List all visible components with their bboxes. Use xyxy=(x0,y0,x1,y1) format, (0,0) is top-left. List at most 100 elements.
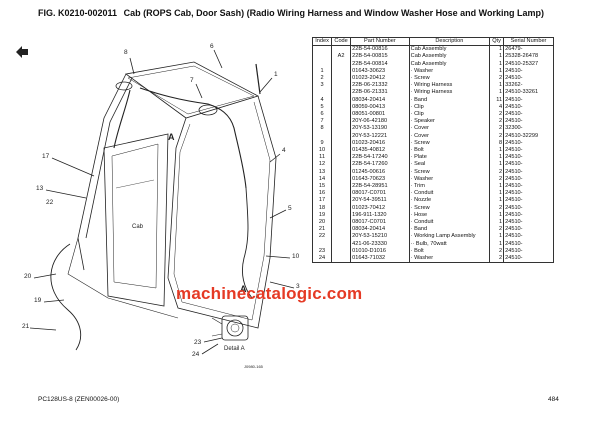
callout-20: 20 xyxy=(24,273,32,280)
cell-index xyxy=(311,132,333,140)
cell-qty: 2 xyxy=(489,226,505,234)
cell-description: · Speaker xyxy=(408,118,491,126)
cell-description: Cab Assembly xyxy=(408,60,491,68)
cell-description: · Bolt xyxy=(408,147,491,155)
cell-qty: 2 xyxy=(489,118,505,126)
cell-code xyxy=(331,240,352,248)
figure-label: FIG. K0210-002011 xyxy=(38,8,118,18)
cell-qty: 1 xyxy=(489,53,505,61)
cell-qty: 2 xyxy=(489,204,505,212)
cell-index: 5 xyxy=(311,103,333,112)
cell-part-number: 22B-54-00816 xyxy=(350,45,410,54)
col-index: Index xyxy=(311,36,333,47)
cell-description: · Nozzle xyxy=(408,197,491,205)
cell-part-number: 20Y-53-13190 xyxy=(350,125,410,133)
callout-8: 8 xyxy=(124,49,128,56)
detail-label: Detail A xyxy=(224,346,245,352)
cell-description: · Clip xyxy=(408,111,491,119)
cell-index: 6 xyxy=(311,111,333,119)
cell-serial-number: 24510- xyxy=(503,75,554,83)
cell-serial-number: 24510- xyxy=(503,103,554,112)
cell-description: · Bolt xyxy=(408,247,491,256)
cell-qty: 1 xyxy=(489,154,505,162)
cell-code xyxy=(331,118,352,126)
callout-19: 19 xyxy=(34,297,42,304)
cell-part-number: 01435-40812 xyxy=(350,147,410,155)
cell-description: · Band xyxy=(408,96,491,104)
cell-code xyxy=(331,233,352,241)
cell-code xyxy=(331,111,352,119)
wiring-harness xyxy=(139,87,247,189)
callout-4: 4 xyxy=(282,147,286,154)
cell-qty: 1 xyxy=(489,233,505,241)
cell-serial-number: 24510- xyxy=(503,168,554,176)
cell-serial-number: 24510- xyxy=(503,197,554,205)
col-qty: Qty xyxy=(489,36,505,47)
cell-part-number: 20Y-53-12221 xyxy=(350,132,410,140)
cell-qty: 2 xyxy=(489,255,505,264)
cell-serial-number: 24510- xyxy=(503,190,554,198)
cell-index: 18 xyxy=(311,204,333,212)
cell-index: 14 xyxy=(311,175,333,184)
cell-description: · Clip xyxy=(408,103,491,112)
cell-description: · Washer xyxy=(408,255,491,264)
callout-23: 23 xyxy=(194,339,202,346)
cell-part-number: 22B-54-00815 xyxy=(350,53,410,61)
page-number: 484 xyxy=(548,396,559,403)
cell-code xyxy=(331,168,352,176)
table-header-row: Index Code Part Number Description Qty S… xyxy=(311,36,554,47)
cell-code xyxy=(331,255,352,264)
col-code: Code xyxy=(331,36,352,47)
cell-serial-number: 24510- xyxy=(503,161,554,169)
cell-serial-number: 24510- xyxy=(503,219,554,227)
cell-serial-number: 24510-25327 xyxy=(503,60,554,68)
cell-serial-number: 24510-33261 xyxy=(503,89,554,97)
cell-index: 23 xyxy=(311,247,333,256)
cell-description: · Screw xyxy=(408,75,491,83)
cell-index: 7 xyxy=(311,118,333,126)
cell-description: · Working Lamp Assembly xyxy=(408,233,491,241)
cell-part-number: 01010-D1016 xyxy=(350,247,410,256)
cell-code xyxy=(331,211,352,220)
cell-qty: 8 xyxy=(489,139,505,148)
cell-description: · Trim xyxy=(408,183,491,191)
cell-part-number: 01023-20416 xyxy=(350,139,410,148)
cell-serial-number: 24510- xyxy=(503,211,554,220)
cell-qty: 1 xyxy=(489,45,505,54)
cell-index: 20 xyxy=(311,219,333,227)
cell-description: · Band xyxy=(408,226,491,234)
cell-qty: 1 xyxy=(489,89,505,97)
cab-front-frame xyxy=(167,95,277,329)
cell-part-number: 22B-54-00814 xyxy=(350,60,410,68)
cell-serial-number: 24510- xyxy=(503,175,554,184)
cell-qty: 1 xyxy=(489,161,505,169)
cell-qty: 2 xyxy=(489,132,505,140)
cell-serial-number: 32300- xyxy=(503,125,554,133)
cell-code xyxy=(331,190,352,198)
cell-index: 13 xyxy=(311,168,333,176)
cell-serial-number: 24510- xyxy=(503,233,554,241)
cell-part-number: 01023-70412 xyxy=(350,204,410,212)
cell-code xyxy=(331,60,352,68)
cell-code xyxy=(331,161,352,169)
callout-17: 17 xyxy=(42,153,50,160)
cell-code xyxy=(331,103,352,112)
cell-code xyxy=(331,125,352,133)
cell-serial-number: 24510- xyxy=(503,247,554,256)
callout-a-top: A xyxy=(168,132,175,142)
cell-index: 22 xyxy=(311,233,333,241)
cell-code xyxy=(331,75,352,83)
cell-serial-number: 24510- xyxy=(503,111,554,119)
front-arrow-icon xyxy=(16,46,28,58)
